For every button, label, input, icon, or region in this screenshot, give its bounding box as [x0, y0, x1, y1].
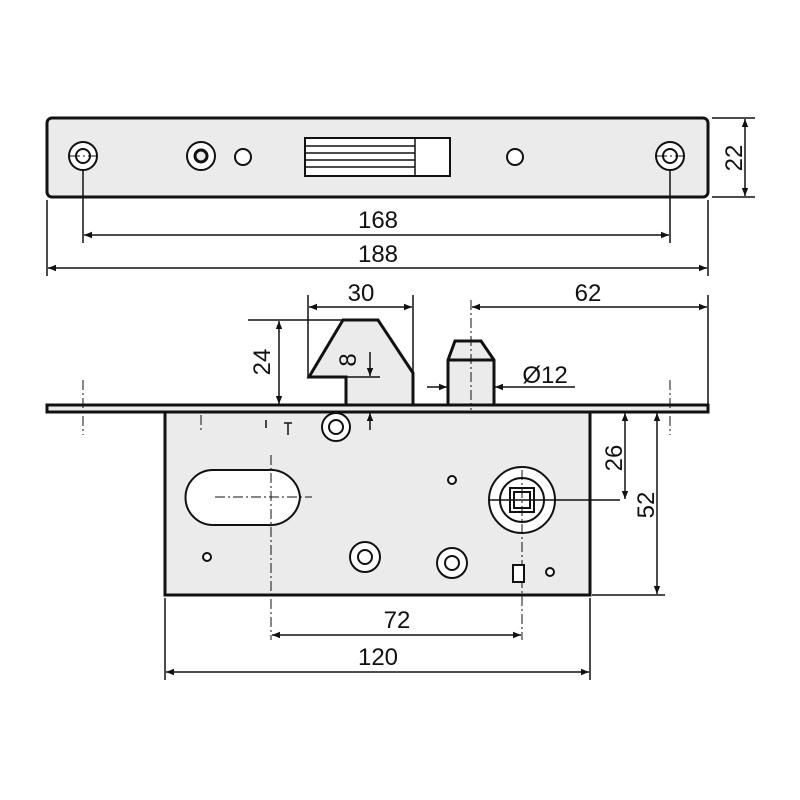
dim-diameter-12: Ø12: [427, 362, 575, 391]
svg-text:26: 26: [601, 445, 628, 472]
svg-text:168: 168: [358, 207, 398, 234]
small-hole: [234, 148, 252, 166]
svg-text:24: 24: [249, 349, 276, 376]
latch-bolt: [306, 318, 415, 407]
small-hole: [506, 148, 524, 166]
dim-188: 188: [46, 200, 709, 276]
svg-text:188: 188: [358, 241, 398, 268]
svg-text:72: 72: [384, 607, 411, 634]
dim-24: 24: [248, 319, 343, 404]
svg-text:30: 30: [348, 280, 375, 307]
faceplate-front-view: [45, 116, 710, 199]
svg-text:52: 52: [633, 492, 660, 519]
svg-text:8: 8: [335, 353, 362, 366]
svg-text:Ø12: Ø12: [522, 362, 567, 389]
dim-72: 72: [272, 607, 521, 639]
dim-22: 22: [712, 117, 755, 198]
dim-120: 120: [164, 598, 591, 680]
dim-62: 62: [472, 280, 709, 404]
dim-26: 26: [592, 411, 665, 499]
dim-30: 30: [307, 280, 414, 377]
latch-opening: [304, 137, 451, 177]
svg-text:120: 120: [358, 644, 398, 671]
dim-52: 52: [592, 413, 665, 596]
svg-text:62: 62: [575, 280, 602, 307]
dim-168: 168: [82, 170, 671, 243]
dim-8: 8: [335, 352, 380, 430]
lock-case-side-view: [45, 300, 710, 640]
svg-text:22: 22: [721, 145, 748, 172]
